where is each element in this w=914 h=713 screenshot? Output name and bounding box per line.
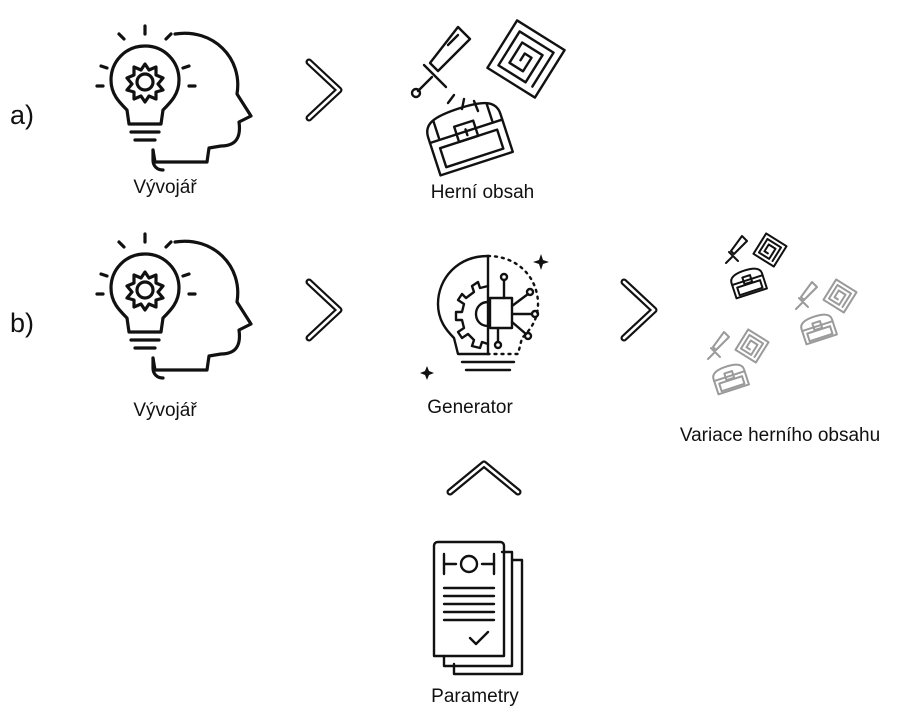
game-content-icon	[410, 19, 566, 177]
developer-head-lightbulb-icon	[95, 24, 253, 172]
chevron-right-icon	[305, 58, 343, 122]
developer-caption-b: Vývojář	[133, 400, 197, 421]
chevron-right-icon	[620, 278, 658, 342]
game-content-variations-icon	[707, 232, 858, 396]
row-label-b: b)	[10, 308, 35, 338]
content-caption: Herní obsah	[430, 182, 535, 203]
row-label-a: a)	[10, 100, 35, 130]
document-checklist-icon	[432, 540, 524, 676]
developer-head-lightbulb-icon	[95, 232, 253, 380]
generator-caption: Generator	[427, 397, 513, 418]
chevron-up-icon	[446, 460, 522, 496]
chevron-right-icon	[305, 278, 343, 342]
developer-caption-a: Vývojář	[133, 177, 197, 198]
generator-bulb-gear-circuit-icon	[420, 254, 549, 380]
parameters-caption: Parametry	[431, 686, 519, 707]
variations-caption: Variace herního obsahu	[679, 425, 881, 446]
